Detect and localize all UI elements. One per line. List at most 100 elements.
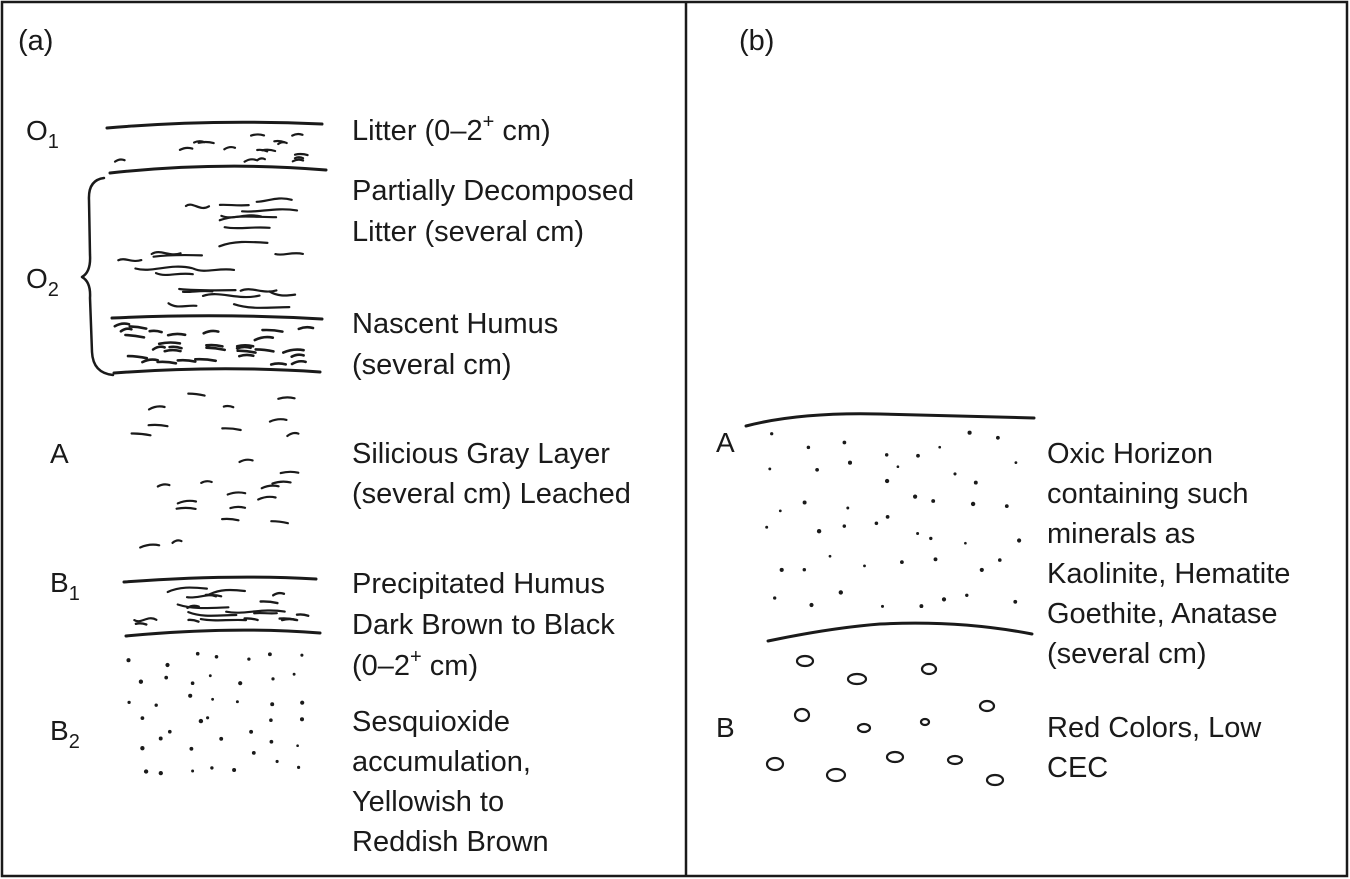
humus-dash <box>243 617 259 622</box>
sesquioxide-dot <box>138 679 144 684</box>
oxic-dot <box>919 604 924 609</box>
litter-squiggle <box>184 203 211 210</box>
b1-top-boundary <box>122 575 318 584</box>
oxic-dot <box>933 557 938 562</box>
litter-squiggle <box>223 226 271 230</box>
panel-b-label: (b) <box>739 25 774 57</box>
sesquioxide-dot <box>232 768 237 772</box>
desc-litter: Litter (0–2+ cm) <box>352 111 551 147</box>
leached-dash <box>147 405 166 411</box>
oxic-dot <box>973 480 978 485</box>
leached-dash <box>130 432 152 437</box>
humus-dash <box>156 360 178 365</box>
red-nodule <box>919 717 931 727</box>
sesquioxide-dot <box>270 702 275 707</box>
sesquioxide-dot <box>299 717 305 722</box>
nascent-humus-texture <box>113 322 315 366</box>
oxic-dot <box>838 590 843 595</box>
litter-squiggle <box>201 293 261 299</box>
oxic-dot <box>916 453 920 458</box>
humus-dash <box>253 335 275 342</box>
sesquioxide-dot <box>189 746 194 751</box>
b2-sesquioxide-dots <box>126 651 305 776</box>
humus-dash <box>166 332 187 337</box>
oxic-dot <box>847 460 853 465</box>
litter-squiggle <box>218 240 269 248</box>
red-nodule <box>793 707 811 723</box>
desc-sesquioxide: Sesquioxide accumulation, Yellowish to R… <box>352 706 549 858</box>
oxic-dot <box>900 560 904 564</box>
red-nodule <box>985 773 1005 787</box>
oxic-dot <box>815 467 819 472</box>
oxic-dot <box>1013 599 1018 604</box>
oxic-dot <box>964 541 967 545</box>
sesquioxide-dot <box>300 700 305 705</box>
sesquioxide-dot <box>140 716 145 720</box>
leached-dash <box>221 427 242 432</box>
sesquioxide-dot <box>164 675 169 680</box>
humus-dash <box>254 348 275 353</box>
litter-squiggle <box>232 303 291 309</box>
oxic-dot <box>816 529 822 534</box>
litter-dash <box>277 141 288 146</box>
oxic-dot <box>773 596 777 600</box>
oxic-dot <box>938 445 942 449</box>
panel-b: (b) A B Oxic Horizon containing such min… <box>716 25 1290 787</box>
litter-dash <box>223 145 237 151</box>
humus-dash <box>204 593 218 598</box>
b1-humus-texture <box>133 586 310 626</box>
humus-dash <box>119 327 133 333</box>
sesquioxide-dot <box>190 681 195 686</box>
sesquioxide-dot <box>143 769 149 774</box>
humus-dash <box>187 618 200 623</box>
litter-dash <box>197 140 215 145</box>
humus-squiggle <box>176 603 230 610</box>
leached-dash <box>270 520 289 525</box>
humus-dash <box>176 358 197 363</box>
sesquioxide-dot <box>247 657 251 661</box>
oxic-bottom-boundary <box>766 621 1034 643</box>
red-nodule <box>825 767 847 783</box>
humus-dash <box>148 329 163 334</box>
leached-dash <box>171 539 183 544</box>
sesquioxide-dot <box>275 759 279 764</box>
humus-dash <box>236 349 257 354</box>
leached-dash <box>187 392 206 397</box>
oxic-dot <box>896 465 900 469</box>
humus-dash <box>272 591 286 597</box>
litter-dash <box>293 156 305 160</box>
oxic-dot <box>809 602 814 608</box>
litter-squiggle <box>241 208 299 213</box>
sesquioxide-dot <box>269 739 274 744</box>
horizon-label-b1: B1 <box>50 567 80 605</box>
leached-dash <box>147 423 169 428</box>
humus-dash <box>186 604 200 609</box>
humus-dash <box>205 346 226 352</box>
o2-decomposed-litter-texture <box>117 197 304 309</box>
leached-dash <box>257 495 277 501</box>
red-nodule <box>885 750 905 764</box>
humus-squiggle <box>187 611 238 617</box>
leached-dash <box>229 505 247 510</box>
oxic-dot <box>967 430 972 435</box>
panel-a: (a) O1 O2 A B1 B2 Litter (0–2+ cm) Parti… <box>18 25 634 858</box>
sesquioxide-dot <box>206 716 210 720</box>
sesquioxide-dot <box>219 736 224 741</box>
litter-dash <box>250 133 266 137</box>
red-nodule <box>765 756 785 772</box>
humus-squiggle <box>199 618 248 622</box>
litter-squiggle <box>134 265 194 271</box>
red-nodule <box>920 662 938 676</box>
humus-dash <box>194 357 217 363</box>
oxic-top-boundary <box>744 412 1036 428</box>
b-horizon-nodules <box>765 654 1005 787</box>
humus-dash <box>282 348 305 354</box>
litter-dash <box>291 132 304 137</box>
humus-dash <box>238 353 255 358</box>
oxic-dot <box>770 432 774 436</box>
leached-dash <box>156 483 171 488</box>
sesquioxide-dot <box>235 700 239 704</box>
litter-squiggle <box>268 290 297 297</box>
